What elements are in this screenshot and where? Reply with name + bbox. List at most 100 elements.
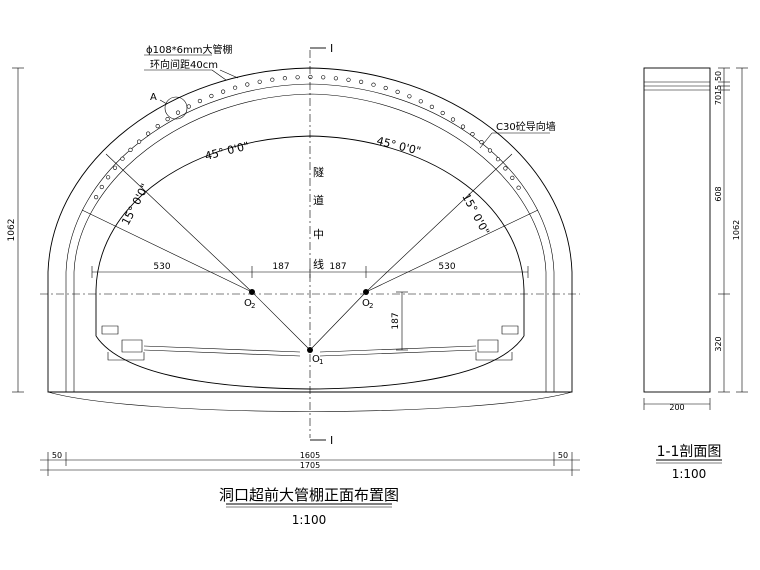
centerline-char-3: 中 xyxy=(313,228,324,241)
center-o1-point xyxy=(307,347,313,353)
dim-outer-width: 1705 xyxy=(300,461,320,470)
center-o2-left-sub: 2 xyxy=(251,302,255,310)
pipe-hole xyxy=(120,156,125,161)
center-o2-right-point xyxy=(363,289,369,295)
pipe-hole xyxy=(112,165,118,170)
section-view xyxy=(643,67,748,464)
pipe-hole xyxy=(450,117,456,122)
dim-radius-left: 530 xyxy=(153,262,170,272)
pipe-hole xyxy=(165,116,170,122)
detail-a-circle xyxy=(164,96,188,120)
pipe-hole xyxy=(395,89,400,94)
dim-inner-width: 1605 xyxy=(300,451,320,460)
pipe-hole xyxy=(155,123,160,129)
width-dimensions xyxy=(40,452,580,476)
pipe-hole xyxy=(197,98,202,104)
sec-dim-top-a: 15 xyxy=(714,85,723,95)
pipe-hole xyxy=(346,77,351,82)
pipe-hole xyxy=(270,77,275,82)
pipe-hole xyxy=(321,75,326,80)
pipe-hole xyxy=(137,139,142,144)
pipe-hole xyxy=(470,132,475,137)
centerline-char-2: 道 xyxy=(313,193,324,207)
center-o2-right-sub: 2 xyxy=(369,302,373,310)
section-title-scale: 1:100 xyxy=(672,467,707,481)
pipe-hole xyxy=(209,93,214,99)
pipe-hole xyxy=(233,85,238,90)
height-dimension-left xyxy=(12,67,24,393)
radius-dimension-row xyxy=(91,266,529,278)
radial-lines xyxy=(81,153,539,351)
pipe-hole xyxy=(383,85,388,91)
center-o1-sub: 1 xyxy=(319,358,323,366)
pipe-hole xyxy=(308,74,313,80)
pipe-hole xyxy=(128,147,133,152)
pipe-hole xyxy=(333,76,339,81)
pipe-spec-line2: 环向间距40cm xyxy=(150,58,218,71)
pipe-hole xyxy=(371,82,376,87)
pipe-spec-line1: ϕ108*6mm大管棚 xyxy=(146,43,233,56)
centerline-char-4: 线 xyxy=(313,257,324,271)
detail-a-label: A xyxy=(150,92,157,103)
pipe-hole xyxy=(510,175,515,180)
center-o2-left-point xyxy=(249,289,255,295)
centerline-char-1: 隧 xyxy=(313,165,324,179)
pipe-hole xyxy=(359,79,364,84)
center-o1-label: O xyxy=(312,354,320,365)
sec-dim-width: 200 xyxy=(669,403,684,412)
angle-side-left-label: 15° 0'0" xyxy=(119,182,152,228)
ditch-left xyxy=(101,325,301,361)
portal-base-curve xyxy=(47,391,573,412)
pipe-hole xyxy=(186,104,191,109)
sec-dim-total: 1062 xyxy=(732,220,741,240)
section-mark-bottom-label: I xyxy=(330,434,333,447)
pipe-hole xyxy=(93,195,99,200)
pipe-hole xyxy=(245,82,250,87)
ditch-right xyxy=(319,325,519,361)
pipe-hole xyxy=(516,185,521,190)
pipe-hole xyxy=(503,166,508,171)
sec-dim-top-b: 50 xyxy=(714,71,723,81)
center-o2-left-label: O xyxy=(244,298,252,309)
main-title: 洞口超前大管棚正面布置图 xyxy=(219,486,399,504)
dim-offset-left: 187 xyxy=(272,262,289,272)
angle-side-right-label: 15° 0'0" xyxy=(459,191,492,237)
pipe-hole xyxy=(418,99,423,104)
sec-dim-low: 320 xyxy=(714,336,723,351)
pipe-hole xyxy=(440,110,445,116)
pipe-hole xyxy=(407,94,412,99)
guide-wall-label: C30砼导向墙 xyxy=(496,120,556,133)
pipe-hole xyxy=(295,75,300,80)
dim-vertical-offset: 187 xyxy=(391,312,401,329)
pipe-hole xyxy=(175,110,181,115)
dim-height-total: 1062 xyxy=(7,219,17,242)
pipe-hole xyxy=(99,184,104,190)
sec-dim-top-c: 70 xyxy=(714,95,723,105)
pipe-holes-ring xyxy=(93,74,521,200)
pipe-hole xyxy=(495,157,501,162)
angle-right-label: 45° 0'0" xyxy=(375,134,422,158)
front-elevation xyxy=(12,47,580,508)
pipe-hole xyxy=(429,104,435,109)
angle-left-label: 45° 0'0" xyxy=(204,139,251,163)
pipe-hole xyxy=(257,79,262,84)
dim-edge-right: 50 xyxy=(558,451,568,460)
pipe-hole xyxy=(105,175,111,180)
pipe-hole xyxy=(487,148,493,153)
pipe-hole xyxy=(479,140,484,145)
section-title: 1-1剖面图 xyxy=(657,444,722,460)
section-outline xyxy=(643,67,711,393)
pipe-hole xyxy=(221,89,226,94)
pipe-spec-leader xyxy=(144,54,239,81)
vertical-offset-dimension xyxy=(396,291,408,351)
dim-edge-left: 50 xyxy=(52,451,62,460)
dim-offset-right: 187 xyxy=(329,262,346,272)
section-mark-top-label: I xyxy=(330,42,333,55)
pipe-hole xyxy=(460,124,466,129)
pipe-hole xyxy=(146,131,151,136)
main-title-scale: 1:100 xyxy=(292,513,327,527)
pipe-hole xyxy=(282,76,288,81)
dim-radius-right: 530 xyxy=(438,262,455,272)
center-o2-right-label: O xyxy=(362,298,370,309)
